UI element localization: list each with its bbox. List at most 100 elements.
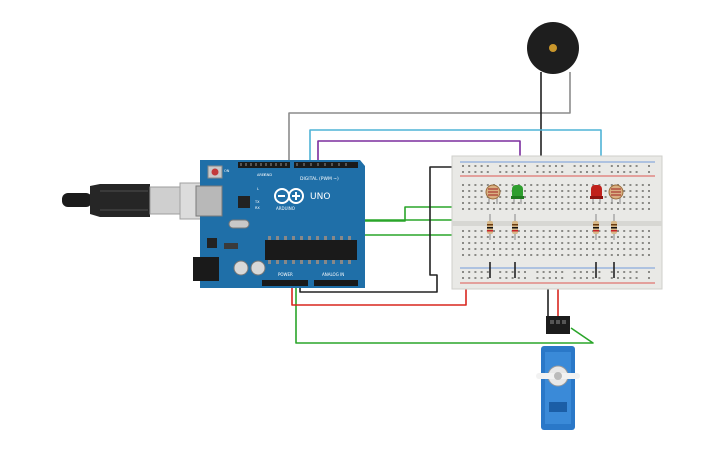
breadboard-hole (592, 171, 595, 173)
resistor-1[interactable] (487, 214, 493, 240)
wire-black-gnd[interactable] (299, 166, 463, 293)
breadboard-hole (623, 165, 626, 167)
breadboard-hole (617, 171, 619, 173)
breadboard-hole (499, 242, 502, 244)
breadboard-hole (648, 165, 650, 167)
breadboard-hole (542, 254, 545, 256)
breadboard-hole (604, 248, 607, 250)
resistor-4[interactable] (611, 214, 617, 240)
breadboard-hole (480, 277, 483, 279)
led-red[interactable] (590, 185, 603, 204)
breadboard-hole (573, 202, 576, 204)
breadboard-hole (586, 202, 588, 204)
breadboard-hole (499, 271, 502, 273)
breadboard-hole (511, 165, 514, 167)
breadboard-hole (648, 230, 650, 232)
breadboard-hole (536, 242, 539, 244)
breadboard-hole (641, 254, 644, 256)
breadboard-hole (579, 190, 582, 192)
breadboard-hole (468, 171, 471, 173)
breadboard-hole (474, 184, 477, 186)
breadboard-hole (548, 254, 551, 256)
on-label: ON (224, 169, 230, 173)
breadboard-hole (598, 202, 601, 204)
breadboard-hole (536, 165, 539, 167)
breadboard-hole (641, 196, 644, 198)
ldr-left[interactable] (485, 184, 501, 204)
servo-motor[interactable] (536, 316, 580, 430)
breadboard-hole (561, 190, 564, 192)
breadboard-hole (610, 208, 613, 210)
breadboard-hole (573, 208, 576, 210)
breadboard-hole (629, 230, 632, 232)
breadboard-hole (579, 254, 582, 256)
breadboard-hole (486, 184, 489, 186)
breadboard-hole (648, 184, 650, 186)
breadboard-hole (555, 196, 557, 198)
breadboard-hole (567, 242, 570, 244)
breadboard-hole (474, 248, 477, 250)
resistor-3[interactable] (593, 214, 599, 240)
wire-gray-buzzer[interactable] (288, 72, 571, 166)
breadboard-hole (505, 196, 508, 198)
breadboard-hole (542, 230, 545, 232)
breadboard-hole (462, 208, 464, 210)
breadboard-hole (542, 236, 545, 238)
breadboard-hole (579, 236, 582, 238)
breadboard-hole (641, 248, 644, 250)
breadboard-hole (517, 248, 520, 250)
breadboard-hole (586, 236, 588, 238)
breadboard-hole (505, 236, 508, 238)
breadboard-hole (573, 254, 576, 256)
breadboard-hole (635, 165, 638, 167)
breadboard-hole (480, 165, 483, 167)
breadboard-hole (462, 202, 464, 204)
power-label: POWER (278, 272, 293, 277)
breadboard-hole (480, 184, 483, 186)
breadboard-hole (592, 277, 595, 279)
breadboard-hole (499, 208, 502, 210)
breadboard-hole (604, 208, 607, 210)
breadboard-hole (555, 271, 557, 273)
breadboard-hole (511, 236, 514, 238)
breadboard-hole (592, 165, 595, 167)
breadboard-hole (499, 202, 502, 204)
breadboard-hole (462, 271, 464, 273)
breadboard-hole (468, 254, 471, 256)
piezo-buzzer[interactable] (527, 22, 579, 74)
breadboard-hole (480, 242, 483, 244)
led-green[interactable] (511, 185, 524, 204)
breadboard-hole (536, 271, 539, 273)
digital-label: DIGITAL (PWM ~) (300, 176, 339, 182)
breadboard-hole (555, 230, 557, 232)
breadboard-hole (462, 242, 464, 244)
breadboard-hole (474, 202, 477, 204)
breadboard-hole (648, 171, 650, 173)
resistor-2[interactable] (512, 214, 518, 240)
breadboard-hole (474, 242, 477, 244)
breadboard-hole (480, 248, 483, 250)
wire-green-servo[interactable] (295, 274, 594, 344)
arduino-board[interactable]: UNO ARDUINO DIGITAL (PWM ~) POWER ANALOG… (193, 160, 365, 288)
ldr-right[interactable] (608, 184, 624, 204)
breadboard-hole (505, 277, 508, 279)
breadboard-hole (573, 271, 576, 273)
wire-red-5v[interactable] (291, 284, 467, 306)
breadboard-hole (462, 190, 464, 192)
breadboard-hole (610, 165, 613, 167)
breadboard-hole (579, 196, 582, 198)
breadboard-hole (499, 236, 502, 238)
breadboard-hole (474, 208, 477, 210)
breadboard-hole (517, 242, 520, 244)
breadboard-hole (598, 171, 601, 173)
breadboard-hole (505, 230, 508, 232)
breadboard-hole (542, 165, 545, 167)
breadboard-hole (468, 242, 471, 244)
breadboard-hole (530, 236, 533, 238)
breadboard-hole (530, 208, 533, 210)
breadboard-hole (579, 271, 582, 273)
breadboard-hole (505, 242, 508, 244)
breadboard-hole (610, 171, 613, 173)
breadboard-hole (542, 171, 545, 173)
breadboard[interactable] (451, 155, 663, 290)
